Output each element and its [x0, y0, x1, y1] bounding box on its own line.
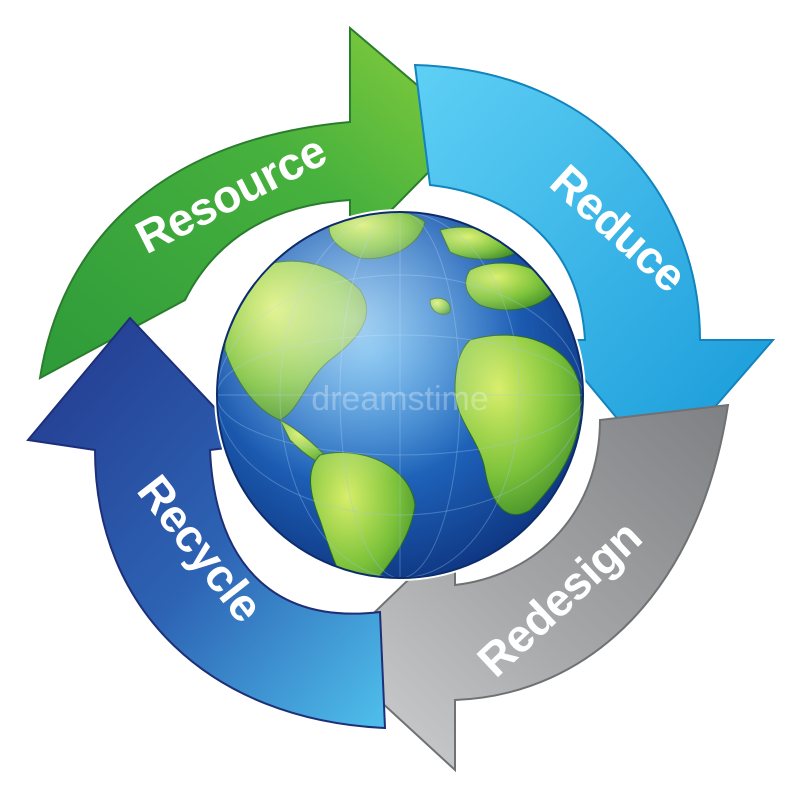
redesign-arrow [328, 403, 730, 773]
globe-icon [214, 209, 586, 581]
recycle-arrow [26, 316, 387, 730]
resource-arrow [38, 25, 472, 380]
watermark: dreamstime [311, 380, 489, 418]
reduce-arrow [413, 63, 776, 472]
